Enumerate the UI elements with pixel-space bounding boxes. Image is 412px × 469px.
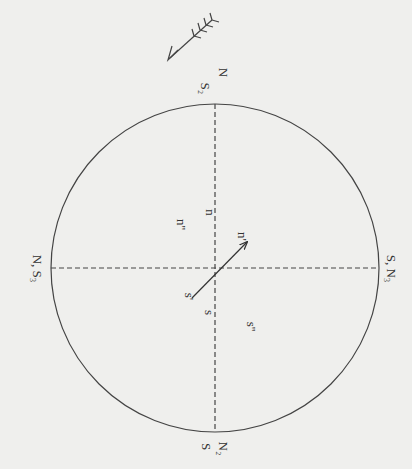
point-label: n' xyxy=(236,232,249,241)
pole-label: S xyxy=(200,442,213,449)
point-label: s'' xyxy=(246,321,259,331)
pole-label: N₂ xyxy=(217,441,230,455)
pole-label: S₂ xyxy=(199,82,212,94)
pole-label: N xyxy=(217,67,230,76)
feathered-arrow xyxy=(168,13,219,60)
point-label: s xyxy=(204,309,217,314)
pole-label: S, N₃ xyxy=(386,254,399,282)
dashed-axis xyxy=(51,267,379,268)
point-label: n'' xyxy=(176,218,189,229)
point-label: n xyxy=(204,209,217,216)
pole-label: N, S₃ xyxy=(32,254,45,282)
circle xyxy=(51,104,379,432)
direction-arrow xyxy=(192,242,247,298)
point-label: s' xyxy=(184,292,197,299)
